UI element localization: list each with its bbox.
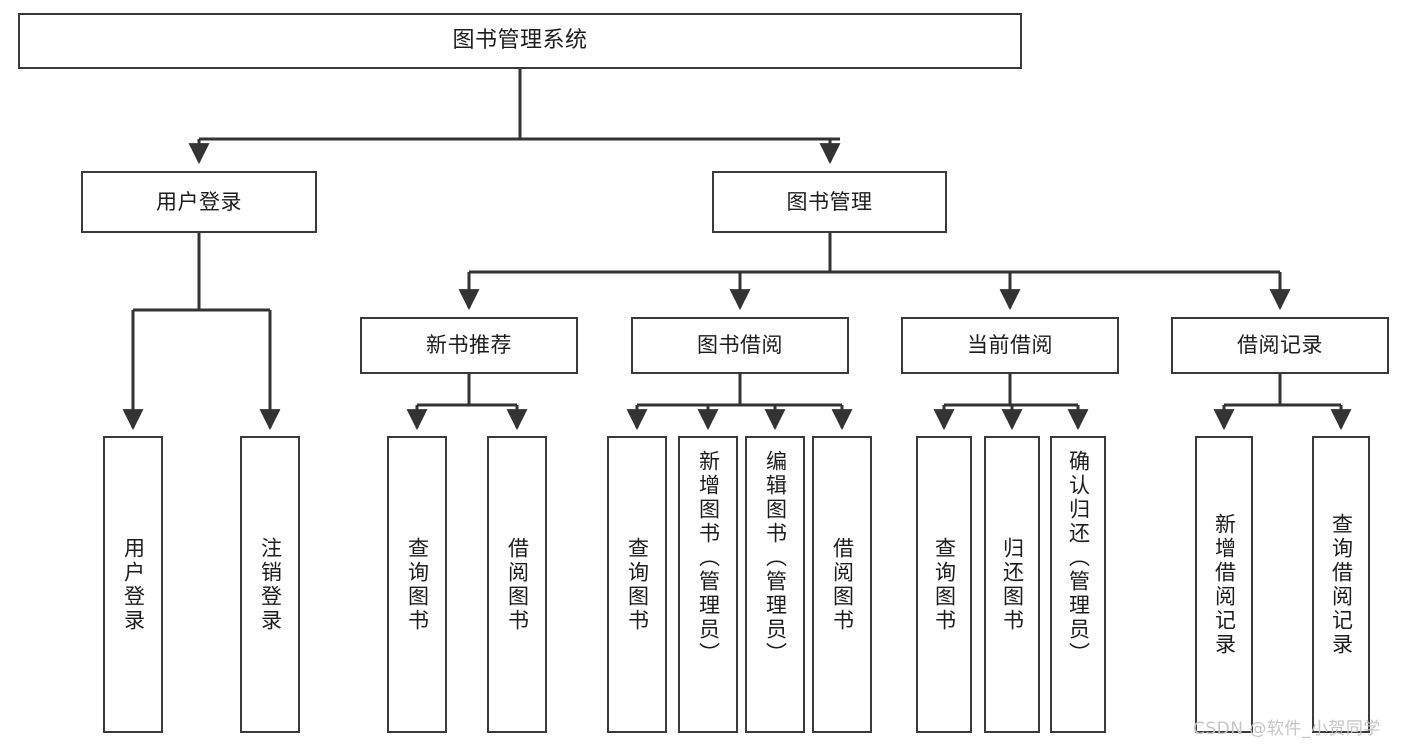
node-label: 借阅记录 bbox=[1237, 333, 1323, 358]
node-label: 查询借阅记录 bbox=[1329, 512, 1354, 657]
node-label: 新增借阅记录 bbox=[1212, 512, 1237, 657]
csdn-watermark: CSDN @软件_小贺同学 bbox=[1193, 719, 1381, 739]
node-label: 归还图书 bbox=[1000, 536, 1025, 633]
node-label: 图书管理系统 bbox=[452, 28, 588, 54]
node-label: 借阅图书 bbox=[830, 536, 855, 633]
leaf-node-user-login[interactable]: 用户登录 bbox=[103, 436, 163, 733]
node-borrow-record[interactable]: 借阅记录 bbox=[1171, 317, 1389, 374]
node-label: 查询图书 bbox=[625, 536, 650, 633]
node-book-management[interactable]: 图书管理 bbox=[712, 171, 947, 233]
leaf-node-query-book-rec[interactable]: 查询图书 bbox=[387, 436, 447, 733]
leaf-node-query-borrow-record[interactable]: 查询借阅记录 bbox=[1312, 436, 1370, 733]
node-label: 图书管理 bbox=[786, 189, 873, 214]
node-label: 新书推荐 bbox=[426, 333, 512, 358]
leaf-node-add-borrow-record[interactable]: 新增借阅记录 bbox=[1195, 436, 1253, 733]
node-label: 查询图书 bbox=[932, 536, 957, 633]
leaf-node-add-book-admin[interactable]: 新增图书（管理员） bbox=[678, 436, 738, 733]
leaf-node-borrow-book-rec[interactable]: 借阅图书 bbox=[487, 436, 547, 733]
node-new-book-recommend[interactable]: 新书推荐 bbox=[360, 317, 578, 374]
leaf-node-edit-book-admin[interactable]: 编辑图书（管理员） bbox=[745, 436, 805, 733]
node-label: 查询图书 bbox=[405, 536, 430, 633]
node-label: 当前借阅 bbox=[967, 333, 1053, 358]
node-label: 新增图书（管理员） bbox=[696, 450, 721, 666]
node-label: 编辑图书（管理员） bbox=[763, 450, 788, 666]
node-label: 借阅图书 bbox=[505, 536, 530, 633]
node-root-system[interactable]: 图书管理系统 bbox=[18, 13, 1022, 69]
leaf-node-query-book[interactable]: 查询图书 bbox=[607, 436, 667, 733]
leaf-node-lend-book[interactable]: 借阅图书 bbox=[812, 436, 872, 733]
node-current-borrow[interactable]: 当前借阅 bbox=[901, 317, 1119, 374]
leaf-node-return-book[interactable]: 归还图书 bbox=[984, 436, 1040, 733]
node-label: 图书借阅 bbox=[697, 333, 783, 358]
node-label: 注销登录 bbox=[258, 536, 283, 633]
leaf-node-query-current-book[interactable]: 查询图书 bbox=[916, 436, 972, 733]
node-label: 确认归还（管理员） bbox=[1066, 450, 1091, 666]
node-user-login[interactable]: 用户登录 bbox=[81, 171, 317, 233]
node-book-borrow[interactable]: 图书借阅 bbox=[631, 317, 849, 374]
node-label: 用户登录 bbox=[156, 189, 242, 214]
node-label: 用户登录 bbox=[121, 536, 146, 633]
leaf-node-confirm-return-admin[interactable]: 确认归还（管理员） bbox=[1050, 436, 1106, 733]
leaf-node-user-logout[interactable]: 注销登录 bbox=[240, 436, 300, 733]
